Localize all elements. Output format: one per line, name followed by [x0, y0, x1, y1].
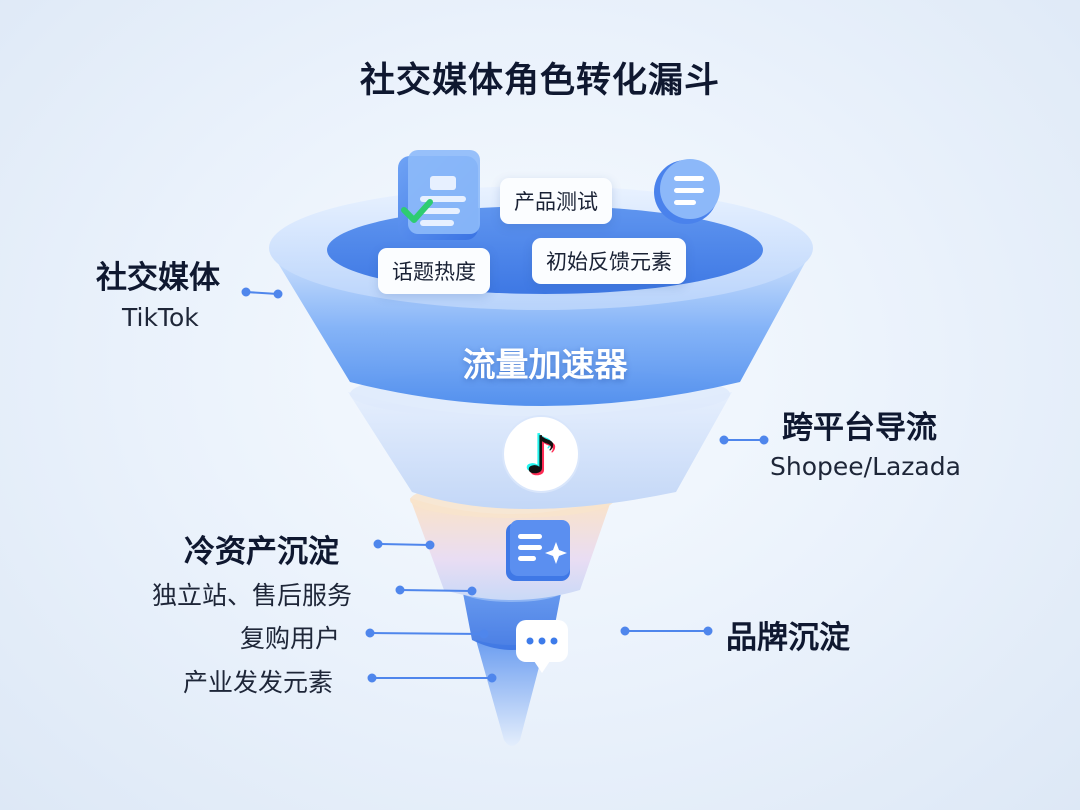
label-brand: 品牌沉淀 [726, 620, 850, 656]
label-tiktok: TikTok [122, 303, 199, 332]
page-title: 社交媒体角色转化漏斗 [359, 61, 720, 101]
label-repeat-users: 复购用户 [240, 624, 341, 653]
label-cross-platform: 跨平台导流 [782, 410, 937, 446]
label-industry-elements: 产业发发元素 [183, 668, 334, 697]
chip-initial-feedback: 初始反馈元素 [532, 238, 686, 284]
funnel-center-label: 流量加速器 [462, 345, 628, 384]
connector-lines [241, 287, 769, 683]
svg-text:♪: ♪ [526, 428, 559, 488]
document-sparkle-icon [506, 520, 570, 581]
chip-topic-heat: 话题热度 [378, 248, 490, 294]
tiktok-logo-icon: ♪ ♪ ♪ [502, 415, 580, 493]
document-check-icon [398, 150, 480, 240]
chat-list-icon [654, 159, 720, 224]
label-independent-site: 独立站、售后服务 [152, 581, 353, 610]
label-cold-assets: 冷资产沉淀 [184, 534, 339, 570]
label-social-media: 社交媒体 [96, 260, 220, 296]
svg-text:♪: ♪ [524, 426, 557, 486]
label-shopee-lazada: Shopee/Lazada [770, 452, 961, 481]
chat-dots-icon [516, 620, 568, 673]
chip-product-test: 产品测试 [500, 178, 612, 224]
funnel-tip [476, 640, 546, 746]
svg-text:♪: ♪ [522, 424, 555, 484]
